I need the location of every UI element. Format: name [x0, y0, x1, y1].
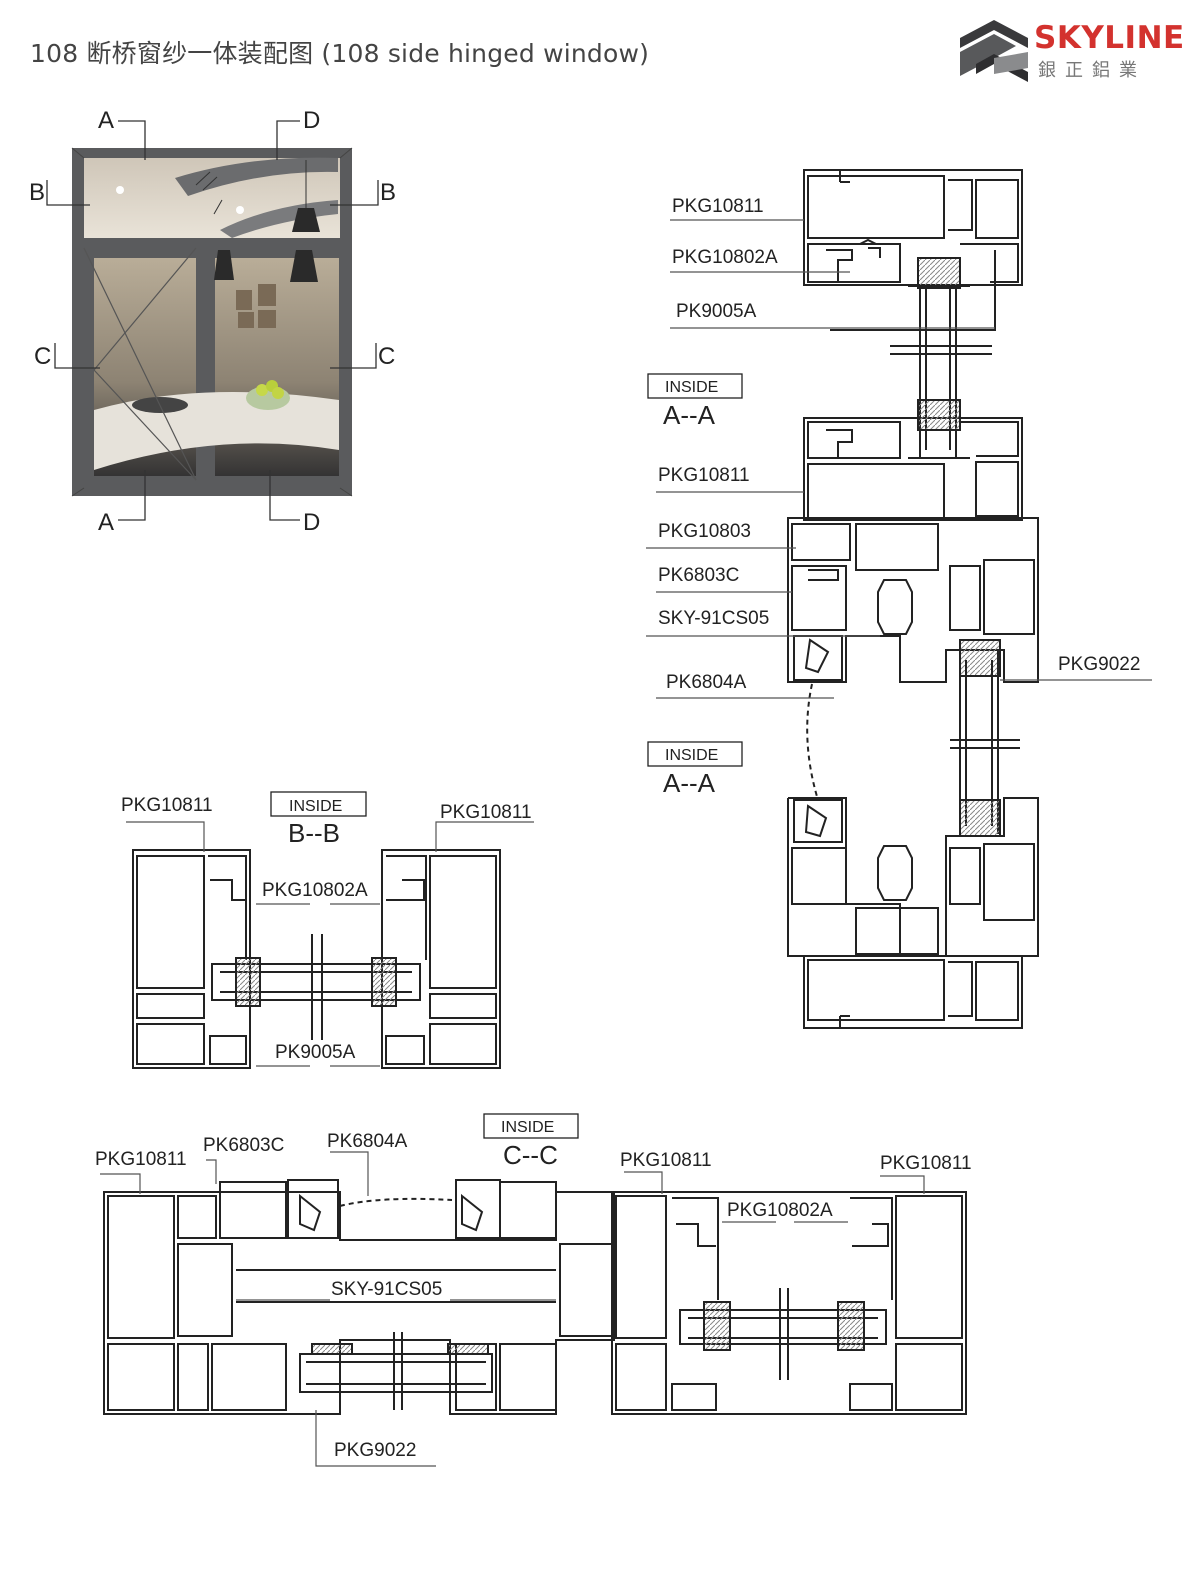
leaders-bb [126, 821, 534, 1067]
leaders-aa-bottom [646, 491, 1152, 699]
part-label: PKG10811 [672, 196, 764, 217]
part-label: PKG10803 [658, 521, 751, 542]
part-label: PK6804A [327, 1131, 408, 1152]
marker-letter: B [380, 179, 396, 206]
window-elevation [71, 147, 353, 497]
inside-box [483, 1113, 579, 1139]
section-aa-top [803, 169, 1023, 521]
page-title: 108 断桥窗纱一体装配图 (108 side hinged window) [30, 39, 650, 68]
part-label: PKG9022 [334, 1440, 416, 1461]
part-label: PK9005A [676, 301, 757, 322]
part-label: SKY-91CS05 [331, 1279, 442, 1300]
section-title: A--A [663, 400, 716, 430]
marker-letter: A [98, 107, 114, 134]
marker-letter: D [303, 509, 320, 536]
section-markers [46, 120, 379, 521]
inside-box [270, 791, 367, 817]
marker-letter: A [98, 509, 114, 536]
inside-label: INSIDE [665, 379, 718, 396]
part-label: PKG10811 [440, 802, 532, 823]
marker-letter: C [34, 343, 51, 370]
logo-wordmark: SKYLINE [1034, 20, 1185, 56]
section-title: A--A [663, 768, 716, 798]
part-label: PK6803C [658, 565, 739, 586]
part-label: PKG9022 [1058, 654, 1140, 675]
part-label: PKG10811 [121, 795, 213, 816]
part-label: PKG10802A [672, 247, 778, 268]
part-label: PK9005A [275, 1042, 356, 1063]
section-title: B--B [288, 818, 340, 848]
logo-chinese: 銀正鋁業 [1038, 60, 1146, 81]
section-cc [103, 1179, 967, 1415]
leaders-aa-top [670, 219, 995, 329]
inside-label: INSIDE [289, 798, 342, 815]
logo-mark-icon [960, 20, 1028, 82]
brand-logo: SKYLINE 銀正鋁業 [956, 18, 1184, 88]
part-label: PKG10811 [880, 1153, 972, 1174]
marker-letter: B [29, 179, 45, 206]
part-label: PK6803C [203, 1135, 284, 1156]
part-label: PKG10802A [262, 880, 368, 901]
part-label: PKG10811 [620, 1150, 712, 1171]
section-aa-bottom [787, 517, 1039, 1029]
inside-label: INSIDE [501, 1119, 554, 1136]
section-title: C--C [503, 1140, 558, 1170]
inside-box [647, 741, 743, 767]
part-label: PKG10811 [95, 1149, 187, 1170]
inside-label: INSIDE [665, 747, 718, 764]
leaders-cc [100, 1151, 925, 1467]
part-label: PK6804A [666, 672, 747, 693]
inside-box [647, 373, 743, 399]
part-label: PKG10811 [658, 465, 750, 486]
section-bb [132, 849, 501, 1069]
marker-letter: D [303, 107, 320, 134]
part-label: SKY-91CS05 [658, 608, 769, 629]
part-label: PKG10802A [727, 1200, 833, 1221]
marker-letter: C [378, 343, 395, 370]
